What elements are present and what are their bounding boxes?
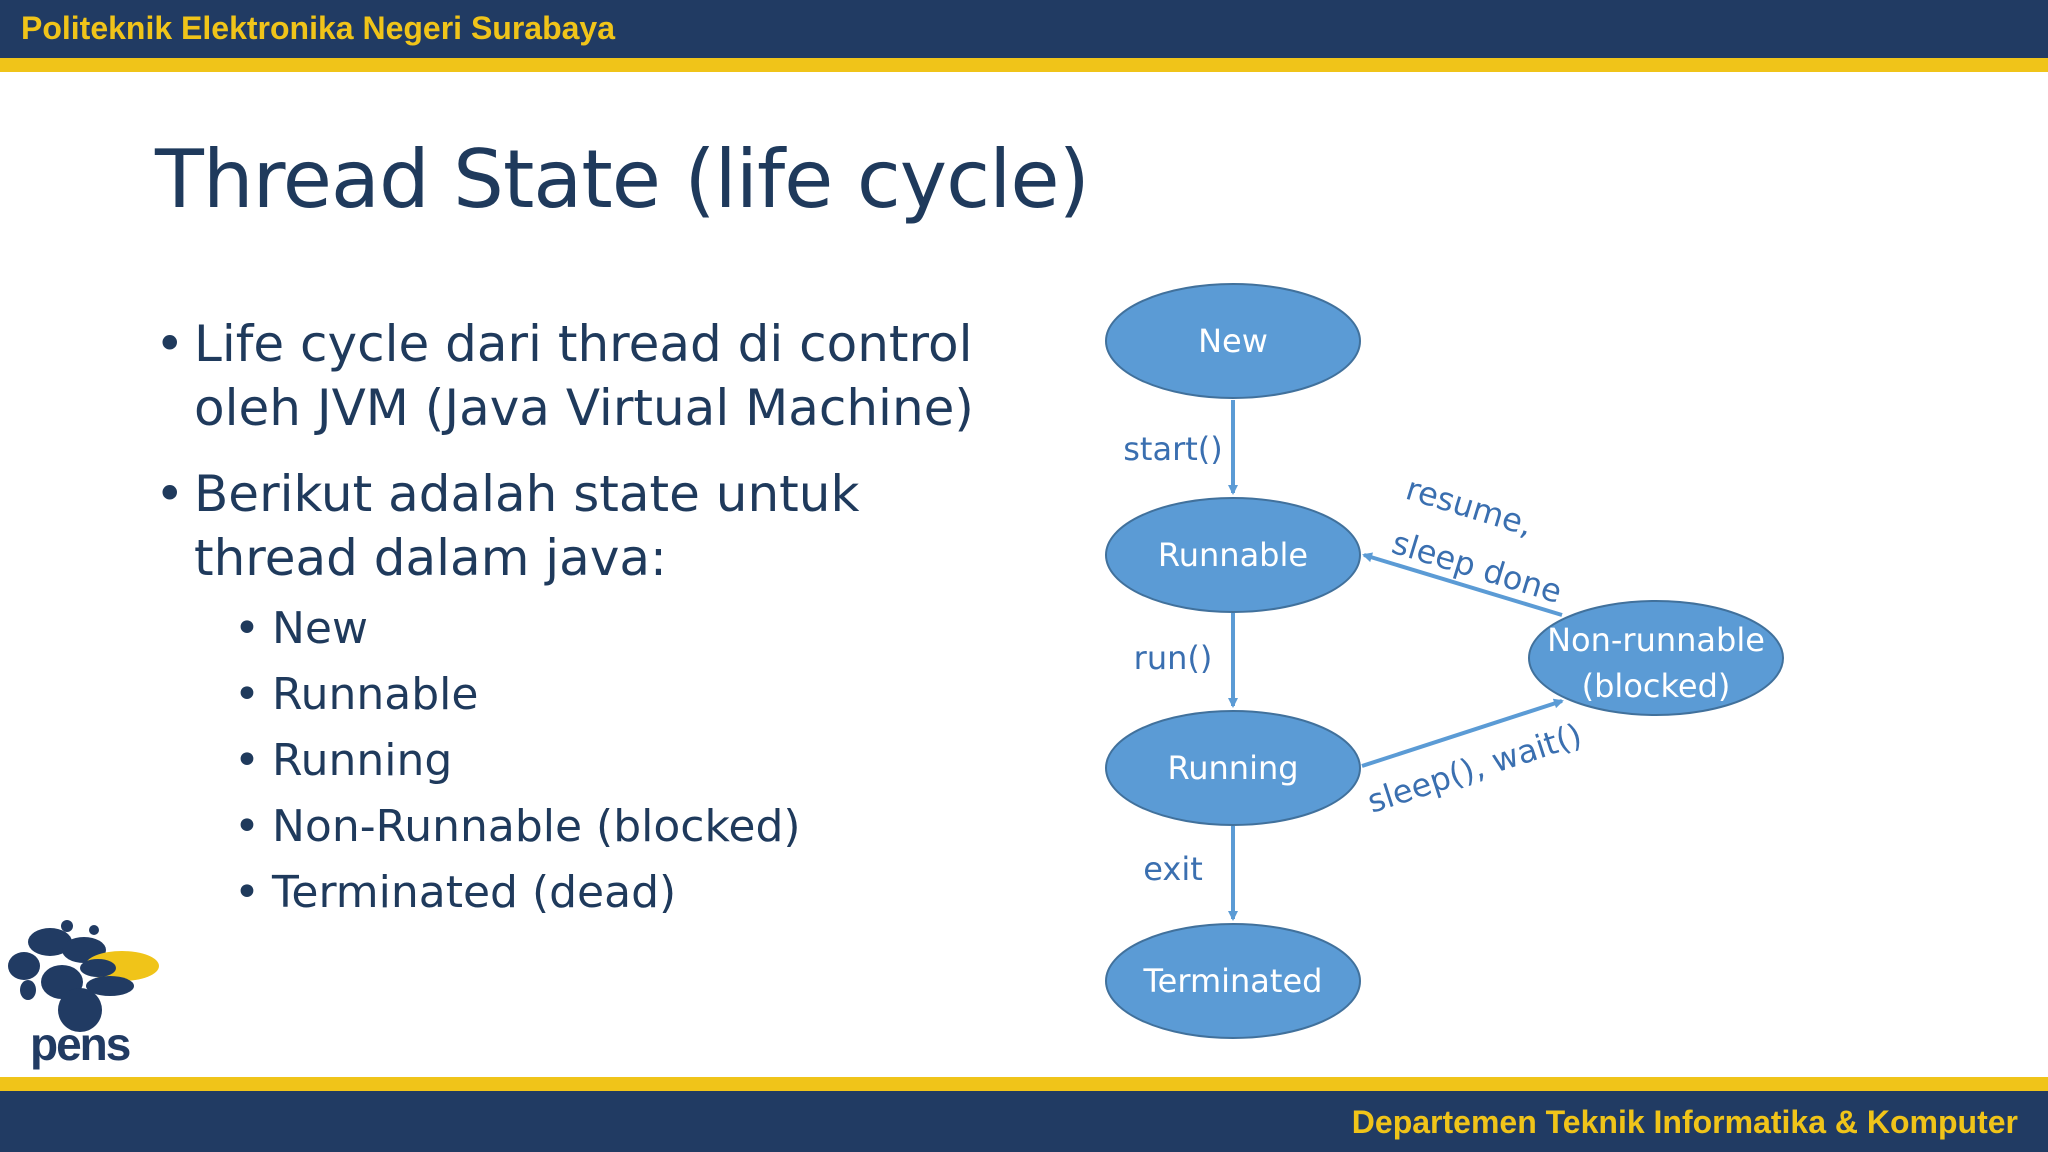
logo-wordmark: pens [30, 1018, 130, 1070]
edge-resume-sublabel: sleep done [1388, 523, 1567, 611]
header-accent-stripe [0, 58, 2048, 72]
bullet-dot: • [155, 315, 185, 373]
bullet-text: Life cycle dari thread di control oleh J… [194, 315, 974, 437]
header-bar [0, 0, 2048, 58]
bullet-dot: • [155, 465, 185, 523]
node-non-runnable: Non-runnable (blocked) [1528, 600, 1784, 716]
bullet-dot: • [234, 603, 260, 654]
sub-bullet-text: Non-Runnable (blocked) [272, 801, 801, 852]
slide-title: Thread State (life cycle) [155, 133, 1090, 226]
institution-name: Politeknik Elektronika Negeri Surabaya [21, 10, 616, 46]
footer-accent-stripe [0, 1077, 2048, 1091]
node-running-label: Running [1167, 749, 1298, 787]
node-terminated: Terminated [1105, 923, 1361, 1039]
bullet-dot: • [234, 801, 260, 852]
edge-start-label: start() [1123, 430, 1223, 468]
sub-bullet-text: New [272, 603, 368, 654]
node-runnable-label: Runnable [1158, 536, 1308, 574]
department-name: Departemen Teknik Informatika & Komputer [1351, 1104, 2018, 1140]
edge-sleep-wait [1361, 698, 1564, 768]
sub-bullet-list: • New • Runnable • Running • Non-Runnabl… [194, 596, 1010, 926]
sub-bullet-item: • Terminated (dead) [194, 860, 1010, 926]
node-runnable: Runnable [1105, 497, 1361, 613]
bullet-text: Berikut adalah state untuk thread dalam … [194, 465, 860, 587]
bullet-item: • Life cycle dari thread di control oleh… [150, 312, 1010, 440]
edge-run-label: run() [1134, 639, 1213, 677]
edge-exit-label: exit [1143, 850, 1203, 888]
sub-bullet-item: • Running [194, 728, 1010, 794]
node-non-runnable-label: Non-runnable [1547, 621, 1765, 659]
node-non-runnable-sublabel: (blocked) [1582, 667, 1731, 705]
bullet-dot: • [234, 867, 260, 918]
node-new: New [1105, 283, 1361, 399]
sub-bullet-text: Runnable [272, 669, 479, 720]
bullet-item: • Berikut adalah state untuk thread dala… [150, 462, 1010, 926]
bullet-dot: • [234, 669, 260, 720]
sub-bullet-item: • Non-Runnable (blocked) [194, 794, 1010, 860]
node-new-label: New [1198, 322, 1268, 360]
footer-bar [0, 1091, 2048, 1152]
sub-bullet-text: Running [272, 735, 453, 786]
logo-mark [8, 920, 159, 1032]
pens-logo: pens [8, 920, 159, 1070]
node-terminated-label: Terminated [1143, 962, 1323, 1000]
bullet-dot: • [234, 735, 260, 786]
sub-bullet-item: • Runnable [194, 662, 1010, 728]
edge-resume [1362, 552, 1563, 617]
node-running: Running [1105, 710, 1361, 826]
sub-bullet-text: Terminated (dead) [272, 867, 677, 918]
sub-bullet-item: • New [194, 596, 1010, 662]
bullet-list: • Life cycle dari thread di control oleh… [150, 312, 1010, 948]
